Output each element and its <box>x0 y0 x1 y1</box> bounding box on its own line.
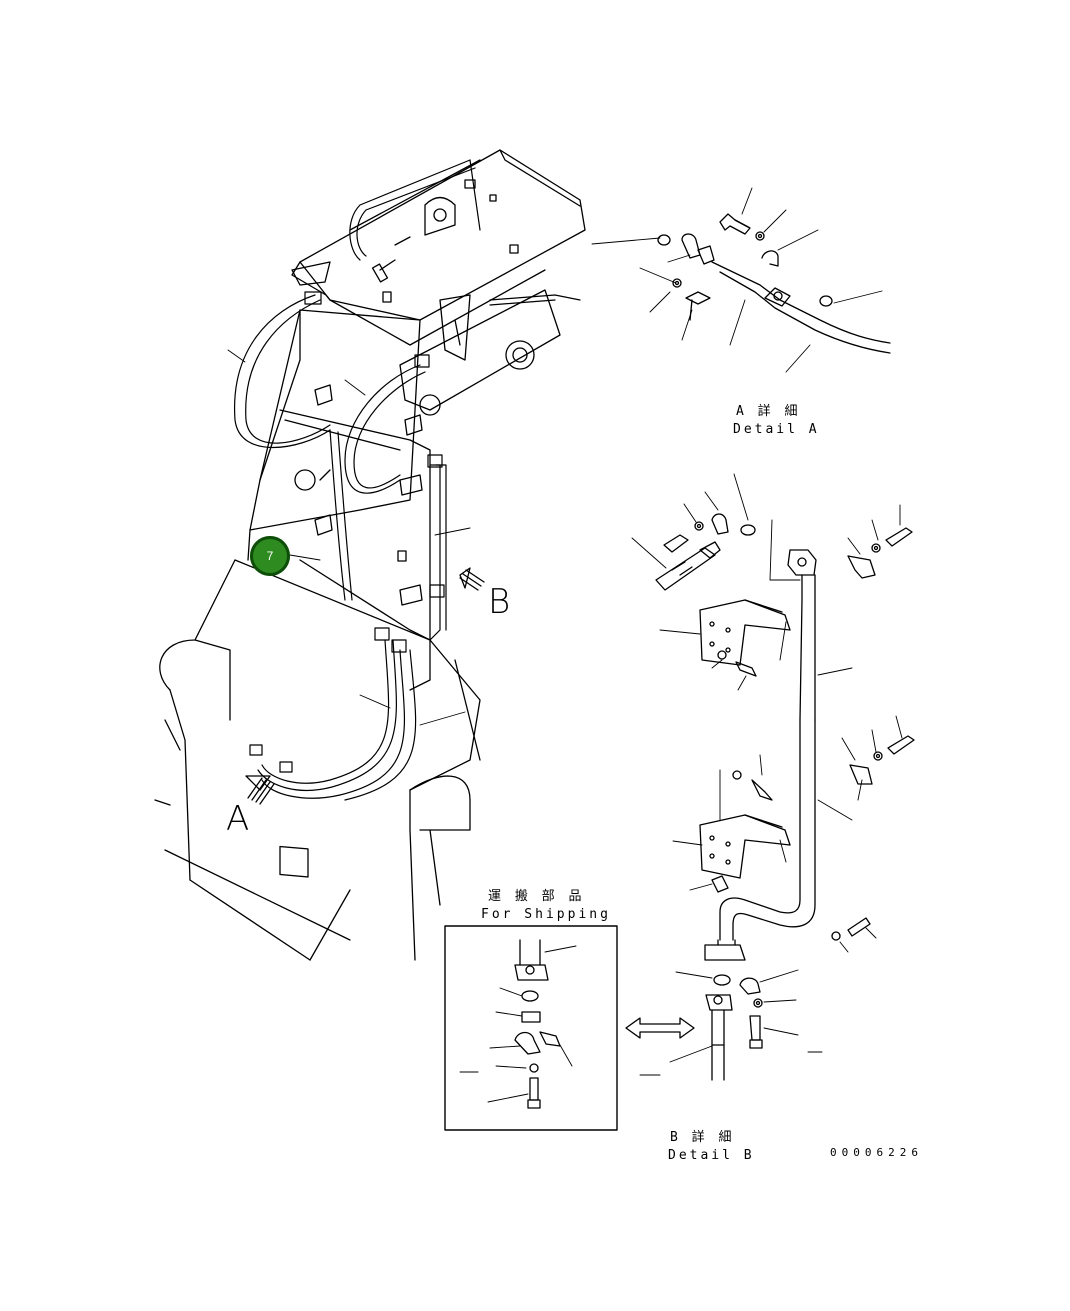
drawing-number: 00006226 <box>830 1146 923 1159</box>
detail-b-title-en: Detail B <box>668 1148 755 1163</box>
main-leaders <box>227 349 471 726</box>
shipping-title-jp: 運 搬 部 品 <box>488 889 585 904</box>
view-arrow-a <box>245 775 275 805</box>
detail-a-title-en: Detail A <box>733 422 820 437</box>
transport-arrow <box>625 1017 695 1039</box>
detail-b-title-jp: B 詳 細 <box>670 1130 735 1145</box>
boom-assembly <box>247 149 586 691</box>
view-a-label: A <box>226 799 250 839</box>
view-arrow-b <box>459 567 485 591</box>
detail-b-view <box>631 473 915 1081</box>
view-b-label: B <box>488 582 511 622</box>
detail-a-view <box>591 187 891 373</box>
detail-a-title-jp: A 詳 細 <box>736 404 801 419</box>
shipping-title-en: For Shipping <box>481 907 611 922</box>
part-callout-7[interactable]: 7 <box>250 536 290 576</box>
part-callout-number: 7 <box>266 549 274 563</box>
boom-hoses <box>234 159 581 801</box>
frame-base <box>154 559 481 961</box>
shipping-box <box>444 925 618 1131</box>
